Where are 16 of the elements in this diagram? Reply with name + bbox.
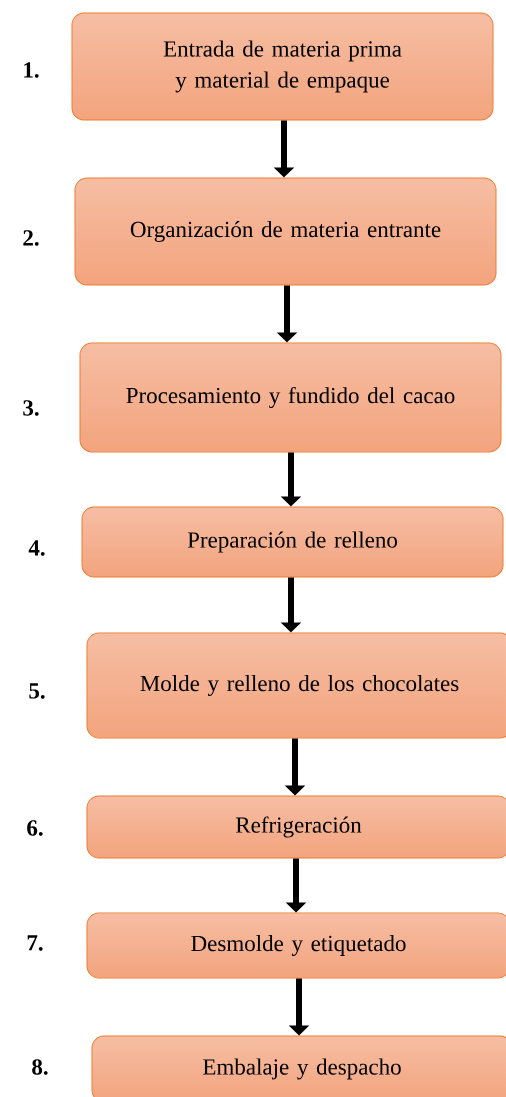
step-number: 8. xyxy=(32,1059,48,1075)
step-number: 7. xyxy=(27,935,43,951)
process-box: Molde y relleno de los chocolates xyxy=(86,632,506,739)
process-box: Organización de materia entrante xyxy=(74,177,497,286)
process-box: Refrigeración xyxy=(86,795,506,859)
process-box: Preparación de relleno xyxy=(81,506,504,578)
step-number: 1. xyxy=(24,62,39,78)
process-box: Procesamiento y fundido del cacao xyxy=(79,342,502,453)
step-number: 2. xyxy=(23,230,39,246)
step-number: 4. xyxy=(28,540,45,556)
process-box: Embalaje y despacho xyxy=(91,1035,506,1097)
step-number: 5. xyxy=(29,683,45,699)
process-box: Entrada de materia prima y material de empaque xyxy=(71,12,494,121)
process-box: Desmolde y etiquetado xyxy=(86,912,506,979)
step-number: 3. xyxy=(23,400,39,416)
step-number: 6. xyxy=(27,820,43,836)
